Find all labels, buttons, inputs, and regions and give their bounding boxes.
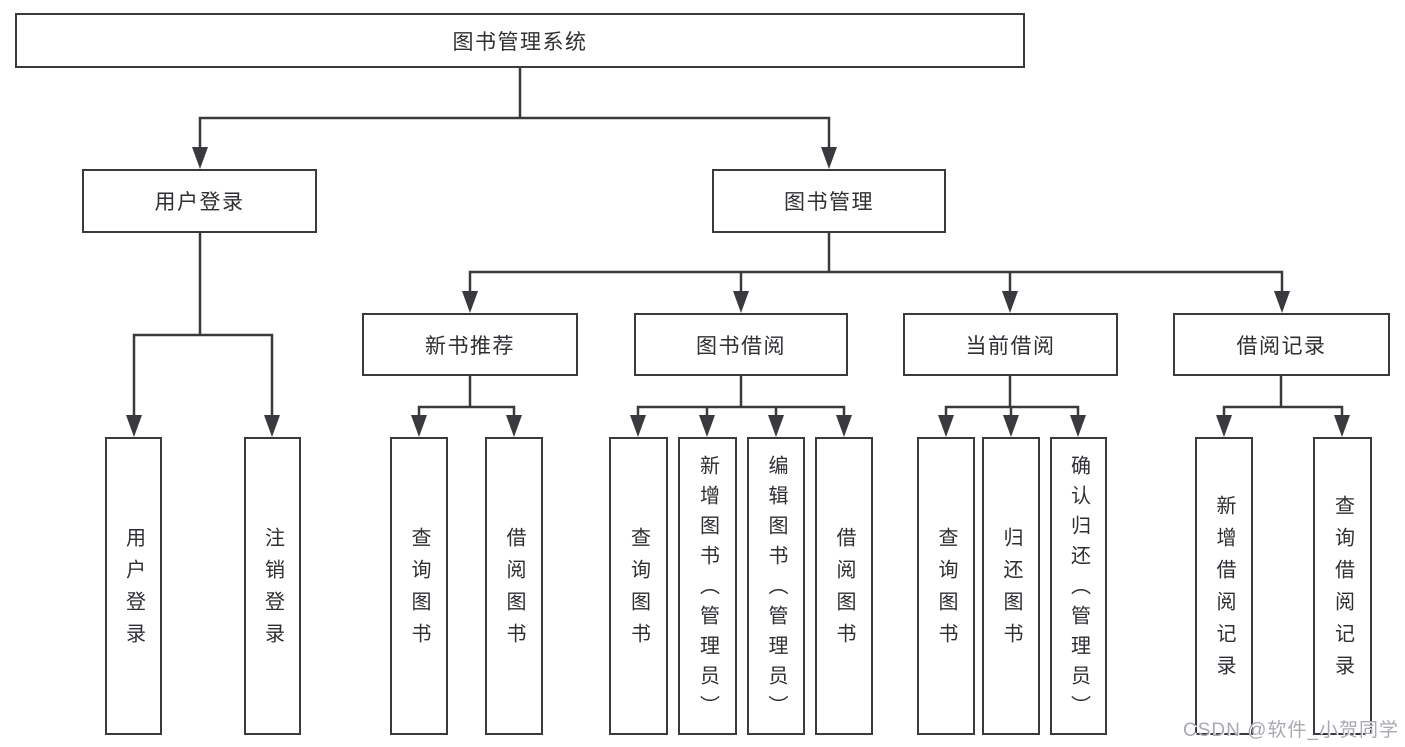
- arrow-down-icon: [836, 415, 852, 437]
- leaf-edit-book-admin: 编辑图书（管理员）: [747, 437, 805, 735]
- leaf-logout: 注销登录: [244, 437, 301, 735]
- node-root: 图书管理系统: [15, 13, 1025, 68]
- leaf-user-login: 用户登录: [105, 437, 162, 735]
- arrow-down-icon: [462, 291, 478, 313]
- leaf-query-books-borrow: 查询图书: [609, 437, 668, 735]
- arrow-down-icon: [1274, 291, 1290, 313]
- leaf-borrow-books-recommend: 借阅图书: [485, 437, 543, 735]
- leaf-add-borrow-record: 新增借阅记录: [1195, 437, 1253, 735]
- connector-path: [132, 66, 1344, 418]
- arrow-down-icon: [1216, 415, 1232, 437]
- node-new-book-recommend: 新书推荐: [362, 313, 578, 376]
- leaf-confirm-return-admin: 确认归还（管理员）: [1050, 437, 1107, 735]
- leaf-return-book: 归还图书: [982, 437, 1040, 735]
- arrow-down-icon: [506, 415, 522, 437]
- node-book-management: 图书管理: [712, 169, 946, 233]
- arrow-down-icon: [126, 415, 142, 437]
- node-book-borrow: 图书借阅: [634, 313, 848, 376]
- arrow-down-icon: [699, 415, 715, 437]
- arrow-down-icon: [192, 147, 208, 169]
- node-current-borrow: 当前借阅: [903, 313, 1118, 376]
- leaf-query-books-recommend: 查询图书: [390, 437, 448, 735]
- arrow-down-icon: [768, 415, 784, 437]
- node-user-login: 用户登录: [82, 169, 317, 233]
- leaf-query-books-current: 查询图书: [917, 437, 975, 735]
- arrowheads: [126, 147, 1350, 437]
- arrow-down-icon: [938, 415, 954, 437]
- arrow-down-icon: [630, 415, 646, 437]
- arrow-down-icon: [1003, 415, 1019, 437]
- arrow-down-icon: [1070, 415, 1086, 437]
- leaf-add-book-admin: 新增图书（管理员）: [678, 437, 737, 735]
- arrow-down-icon: [733, 291, 749, 313]
- arrow-down-icon: [1334, 415, 1350, 437]
- arrow-down-icon: [264, 415, 280, 437]
- arrow-down-icon: [821, 147, 837, 169]
- watermark: CSDN @软件_小贺同学: [1183, 720, 1399, 741]
- leaf-borrow-books: 借阅图书: [815, 437, 873, 735]
- arrow-down-icon: [411, 415, 427, 437]
- node-borrow-records: 借阅记录: [1173, 313, 1390, 376]
- leaf-query-borrow-record: 查询借阅记录: [1313, 437, 1372, 735]
- arrow-down-icon: [1002, 291, 1018, 313]
